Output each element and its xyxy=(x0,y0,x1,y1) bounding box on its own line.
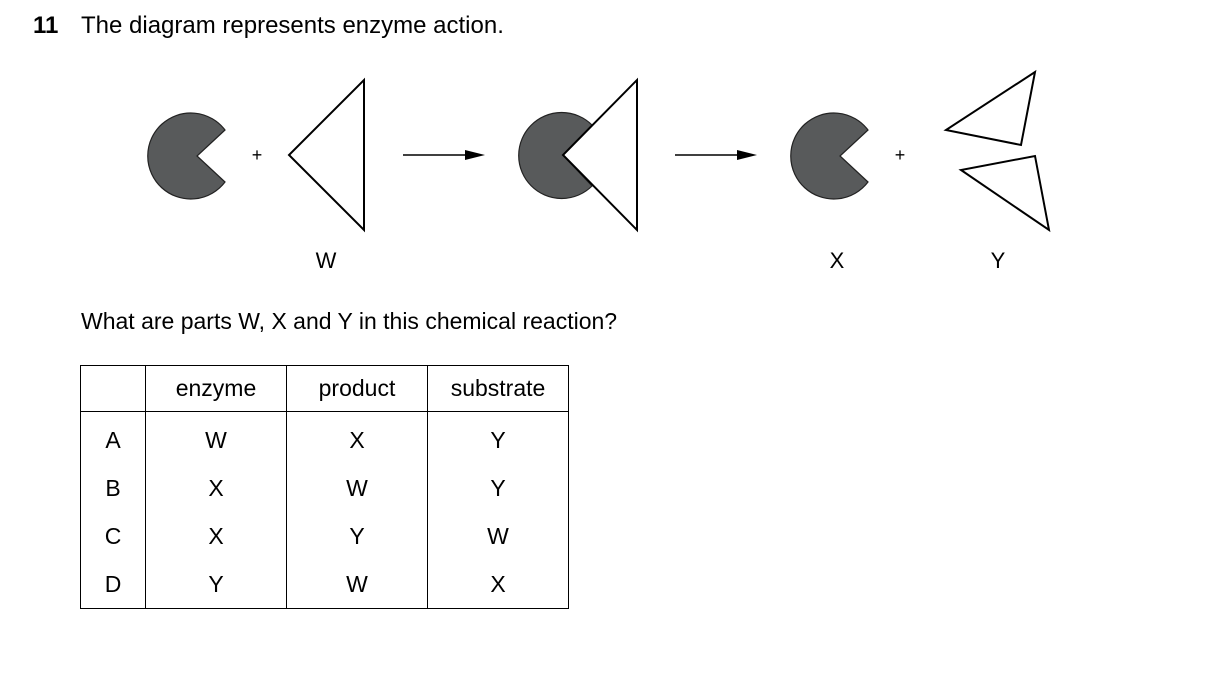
table-row[interactable]: B X W Y xyxy=(80,464,569,512)
table-header-row: enzyme product substrate xyxy=(80,365,569,412)
question-prompt: What are parts W, X and Y in this chemic… xyxy=(81,308,618,334)
option-key: B xyxy=(80,464,146,512)
table-row[interactable]: A W X Y xyxy=(80,411,569,464)
cell-substrate: X xyxy=(427,560,569,609)
option-key: C xyxy=(80,512,146,560)
cell-product: X xyxy=(286,411,428,464)
complex-substrate-triangle xyxy=(561,77,638,233)
question-number: 11 xyxy=(33,12,59,39)
question-text: The diagram represents enzyme action. xyxy=(81,12,504,39)
cell-substrate: W xyxy=(427,512,569,560)
enzyme-diagram: + + xyxy=(147,69,1051,233)
answer-table: enzyme product substrate A W X Y B X W Y… xyxy=(80,365,569,609)
cell-product: W xyxy=(286,464,428,512)
cell-product: W xyxy=(286,560,428,609)
cell-substrate: Y xyxy=(427,464,569,512)
cell-enzyme: Y xyxy=(145,560,287,609)
label-w: W xyxy=(315,248,337,273)
header-enzyme: enzyme xyxy=(145,365,287,412)
arrow-1-head xyxy=(465,150,485,160)
label-y: Y xyxy=(990,248,1006,273)
header-product: product xyxy=(286,365,428,412)
enzyme-shape-1 xyxy=(147,112,226,200)
substrate-triangle xyxy=(287,77,365,233)
enzyme-shape-2 xyxy=(790,112,869,200)
label-x: X xyxy=(829,248,845,273)
header-substrate: substrate xyxy=(427,365,569,412)
table-row[interactable]: D Y W X xyxy=(80,560,569,609)
plus-sign-1: + xyxy=(252,145,263,165)
arrow-2-head xyxy=(737,150,757,160)
complex-enzyme-shape xyxy=(518,111,593,200)
header-blank xyxy=(80,365,146,412)
cell-enzyme: W xyxy=(145,411,287,464)
cell-substrate: Y xyxy=(427,411,569,464)
product-triangle-bottom xyxy=(958,154,1051,233)
cell-enzyme: X xyxy=(145,464,287,512)
table-row[interactable]: C X Y W xyxy=(80,512,569,560)
option-key: D xyxy=(80,560,146,609)
plus-sign-2: + xyxy=(895,145,906,165)
product-triangle-top xyxy=(943,69,1037,147)
cell-product: Y xyxy=(286,512,428,560)
cell-enzyme: X xyxy=(145,512,287,560)
option-key: A xyxy=(80,411,146,464)
